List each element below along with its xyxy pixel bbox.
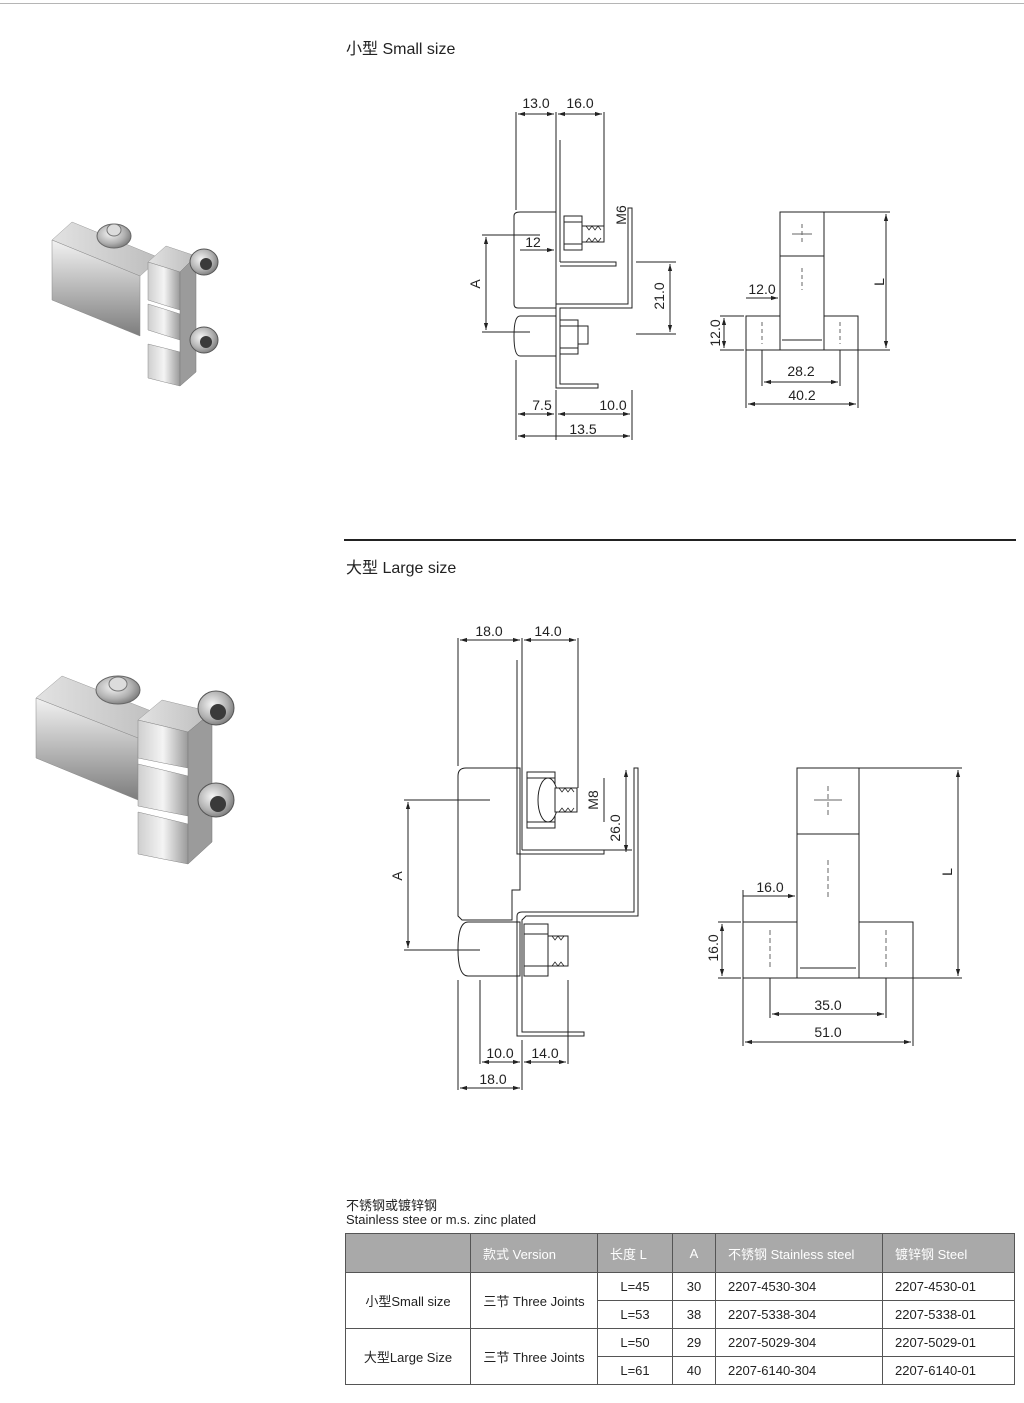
cell-stainless: 2207-5029-304 <box>715 1328 883 1357</box>
large-dim-bottom-left: 10.0 <box>486 1045 513 1061</box>
col-header-steel: 镀锌钢 Steel <box>882 1233 1015 1273</box>
table-row: 大型Large Size 三节 Three Joints L=50 29 220… <box>345 1328 1015 1385</box>
small-front-view: 13.0 16.0 M6 12 A 21.0 7.5 10.0 13.5 <box>467 95 676 440</box>
cell-size: 小型Small size <box>345 1272 471 1329</box>
large-nut-top-icon <box>95 675 141 705</box>
table-row: 小型Small size 三节 Three Joints L=45 30 220… <box>345 1272 1015 1329</box>
col-header-version: 款式 Version <box>470 1233 598 1273</box>
small-dim-length: L <box>871 278 887 286</box>
small-dim-a: A <box>467 279 483 289</box>
cell-length: L=53 <box>597 1300 673 1329</box>
cell-length: L=61 <box>597 1356 673 1385</box>
large-hinge-illustration <box>35 675 235 865</box>
large-dim-thread: M8 <box>585 790 601 810</box>
large-dim-a: A <box>389 871 405 881</box>
table-row: L=61 40 2207-6140-304 2207-6140-01 <box>346 1356 1015 1385</box>
large-dim-inner-w: 35.0 <box>814 997 841 1013</box>
spec-table: 款式 Version 长度 L A 不锈钢 Stainless steel 镀锌… <box>345 1233 1015 1385</box>
small-dim-height: 21.0 <box>651 282 667 309</box>
small-nut-side-icon-1 <box>189 248 219 276</box>
drawing-canvas: 13.0 16.0 M6 12 A 21.0 7.5 10.0 13.5 <box>35 95 962 1091</box>
cell-a: 40 <box>672 1356 716 1385</box>
large-dim-side-h: 16.0 <box>705 934 721 961</box>
small-dim-bottom-total: 13.5 <box>569 421 596 437</box>
small-side-view: L 12.0 12.0 28.2 40.2 <box>707 211 890 408</box>
small-dim-inner-w: 28.2 <box>787 363 814 379</box>
small-nut-top-icon <box>96 223 132 249</box>
large-dim-top-right: 14.0 <box>534 623 561 639</box>
large-dim-side-top: 16.0 <box>756 879 783 895</box>
small-dim-top-right: 16.0 <box>566 95 593 111</box>
col-header-size <box>345 1233 471 1273</box>
cell-a: 29 <box>672 1328 716 1357</box>
small-nut-side-icon-2 <box>189 326 219 354</box>
col-header-a: A <box>672 1233 716 1273</box>
cell-size: 大型Large Size <box>345 1328 471 1385</box>
large-dim-outer-w: 51.0 <box>814 1024 841 1040</box>
cell-length: L=45 <box>597 1272 673 1301</box>
small-dim-outer-w: 40.2 <box>788 387 815 403</box>
material-en: Stainless stee or m.s. zinc plated <box>346 1212 537 1227</box>
table-header-row: 款式 Version 长度 L A 不锈钢 Stainless steel 镀锌… <box>345 1233 1015 1273</box>
large-dim-bottom-right: 14.0 <box>531 1045 558 1061</box>
cell-steel: 2207-6140-01 <box>882 1356 1015 1385</box>
cell-steel: 2207-4530-01 <box>882 1272 1015 1301</box>
large-nut-side-icon-1 <box>197 690 235 726</box>
cell-stainless: 2207-6140-304 <box>715 1356 883 1385</box>
large-dim-bottom-total: 18.0 <box>479 1071 506 1087</box>
cell-stainless: 2207-5338-304 <box>715 1300 883 1329</box>
cell-version: 三节 Three Joints <box>470 1272 598 1329</box>
small-hinge-illustration <box>51 221 219 387</box>
section-divider <box>344 539 1016 541</box>
large-nut-side-icon-2 <box>197 782 235 818</box>
cell-a: 30 <box>672 1272 716 1301</box>
large-dim-top-left: 18.0 <box>475 623 502 639</box>
small-dim-side-top: 12.0 <box>748 281 775 297</box>
cell-steel: 2207-5029-01 <box>882 1328 1015 1357</box>
small-dim-offset: 12 <box>525 234 541 250</box>
large-size-title: 大型 Large size <box>346 560 457 577</box>
large-side-view: L 16.0 16.0 35.0 51.0 <box>705 767 962 1046</box>
small-dim-bottom-left: 7.5 <box>532 397 552 413</box>
small-dim-top-left: 13.0 <box>522 95 549 111</box>
small-dim-bottom-right: 10.0 <box>599 397 626 413</box>
cell-a: 38 <box>672 1300 716 1329</box>
cell-steel: 2207-5338-01 <box>882 1300 1015 1329</box>
large-front-view: 18.0 14.0 M8 26.0 A 10.0 14.0 18.0 <box>389 623 639 1091</box>
col-header-stainless: 不锈钢 Stainless steel <box>715 1233 883 1273</box>
small-dim-thread: M6 <box>613 205 629 225</box>
cell-version: 三节 Three Joints <box>470 1328 598 1385</box>
large-dim-height: 26.0 <box>607 814 623 841</box>
top-rule <box>0 3 1024 4</box>
large-dim-length: L <box>939 868 955 876</box>
col-header-length: 长度 L <box>597 1233 673 1273</box>
cell-length: L=50 <box>597 1328 673 1357</box>
cell-stainless: 2207-4530-304 <box>715 1272 883 1301</box>
small-size-title: 小型 Small size <box>346 41 456 58</box>
material-cn: 不锈钢或镀锌钢 <box>346 1198 438 1213</box>
small-dim-side-h: 12.0 <box>707 319 723 346</box>
